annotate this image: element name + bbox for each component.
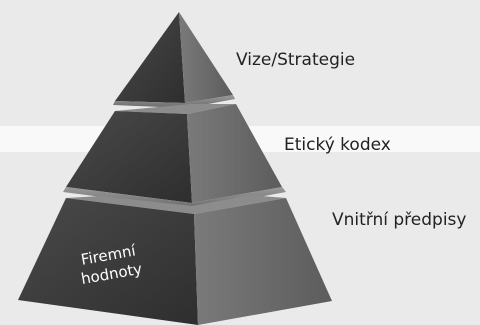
tier-label-vision: Vize/Strategie [236,50,356,70]
tier-top-side [179,12,233,103]
pyramid-tier-bottom [18,195,332,325]
tier-middle-top-face [115,104,236,114]
tier-top-bevel [113,95,235,108]
tier-bottom-side [194,198,332,325]
tier-bottom-front [18,198,198,325]
pyramid-tier-middle [63,104,286,209]
tier-top-front [115,12,185,103]
tier-bottom-top-face [66,195,286,214]
tier-middle-side [187,104,282,203]
tier-middle-front [66,111,192,203]
pyramid-tier-top [113,12,235,108]
tier-label-ethics-code: Etický kodex [284,135,391,155]
tier-label-internal-rules: Vnitřní předpisy [332,210,467,230]
